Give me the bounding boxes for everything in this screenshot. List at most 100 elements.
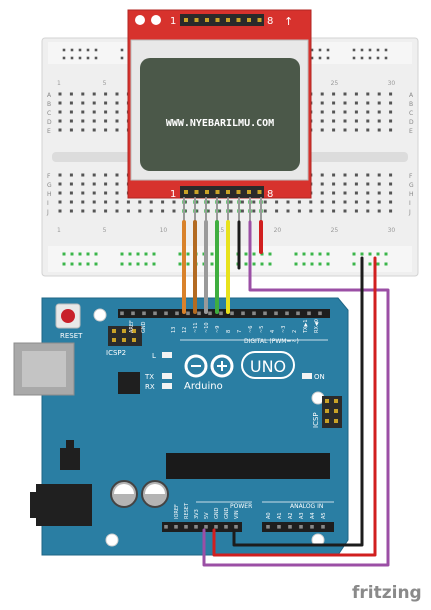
digital-header-hole [131,311,135,316]
breadboard-hole [69,191,73,195]
breadboard-row-label: F [409,173,413,180]
lcd-header-pin [215,18,220,22]
rail-hole-connected [376,262,380,266]
breadboard-hole [104,110,108,114]
analog-header-hole [277,525,281,529]
breadboard-hole [58,128,62,132]
logo-left-loop [184,354,208,378]
icsp2-pin [132,338,136,342]
lcd-header-pin [236,190,241,194]
icsp-pin [334,409,338,413]
breadboard-row-label: G [47,182,52,189]
digital-header-hole [186,311,190,316]
breadboard-hole [297,209,301,213]
breadboard-hole [332,119,336,123]
breadboard-hole [389,200,393,204]
digital-pin-label: 4 [270,330,276,333]
breadboard-hole [172,209,176,213]
rail-hole-connected [352,252,356,256]
breadboard-hole [377,191,381,195]
breadboard-hole [377,110,381,114]
breadboard-hole [115,101,119,105]
power-pin-label: VIN [234,510,240,519]
digital-header-hole [197,311,201,316]
breadboard-hole [58,191,62,195]
power-header-hole [224,525,228,529]
breadboard-hole [366,200,370,204]
lcd-bottom-pin-first-label: 1 [170,189,176,200]
gnd-label: GND [141,321,147,333]
digital-header [118,309,330,318]
power-header-hole [194,525,198,529]
lcd-pin-first-label: 1 [170,16,176,27]
lcd-header-pin [247,18,251,22]
breadboard-row-label: B [409,101,413,108]
breadboard-hole [320,110,324,114]
lcd-header-pin [215,190,220,194]
wires [182,197,390,567]
breadboard-hole [104,191,108,195]
breadboard-hole [92,110,96,114]
breadboard-hole [343,182,347,186]
tx-led-label: TX [144,373,154,381]
lcd-header-pin [257,18,262,22]
lcd-top-header [180,14,264,26]
breadboard-row-label: D [409,119,414,126]
analog-header [262,522,334,532]
rail-hole-connected [78,262,82,266]
lcd-header-pin [205,18,209,22]
rail-hole [384,48,388,52]
breadboard-hole [320,173,324,177]
breadboard-row-label: J [408,209,411,216]
analog-header-hole [310,525,314,529]
power-pin-label: GND [224,507,230,519]
breadboard-hole [320,191,324,195]
rail-hole-connected [178,252,182,256]
rail-hole-connected [152,262,156,266]
breadboard-hole [81,200,85,204]
breadboard-hole [115,209,119,213]
reset-button-cap[interactable] [61,309,75,323]
analog-header-hole [321,525,325,529]
breadboard-row-label: J [46,209,49,216]
icsp2-label: ICSP2 [106,349,126,357]
digital-header-hole [164,311,168,316]
breadboard-hole [104,101,108,105]
breadboard-row-label: E [47,128,51,135]
wire-purple-3v3 [202,220,390,567]
analog-pin-label: A5 [321,512,327,519]
breadboard-hole [81,92,85,96]
rail-hole-connected [360,252,364,256]
rail-hole-connected [252,262,256,266]
breadboard-hole [126,209,130,213]
breadboard-hole [343,101,347,105]
icsp-pin [325,399,329,403]
breadboard-hole [252,209,256,213]
breadboard-hole [229,200,233,204]
breadboard-row-label: G [409,182,414,189]
breadboard-hole [377,173,381,177]
rail-hole [62,48,66,52]
power-header-hole [214,525,218,529]
breadboard-hole [389,92,393,96]
breadboard-hole [104,128,108,132]
breadboard-hole [354,119,358,123]
breadboard-hole [138,200,142,204]
breadboard-hole [149,200,153,204]
rail-hole-connected [152,252,156,256]
breadboard-hole [377,209,381,213]
digital-header-hole [263,311,267,316]
breadboard-hole [240,200,244,204]
breadboard-hole [354,101,358,105]
breadboard-hole [81,182,85,186]
breadboard-hole [104,119,108,123]
lcd-screen-text: WWW.NYEBARILMU.COM [166,118,274,129]
breadboard-hole [332,191,336,195]
breadboard-hole [92,209,96,213]
atmega-chip [166,453,330,479]
reset-label: RESET [60,332,83,340]
breadboard-hole [58,173,62,177]
rail-hole-connected [268,262,272,266]
breadboard-hole [69,119,73,123]
